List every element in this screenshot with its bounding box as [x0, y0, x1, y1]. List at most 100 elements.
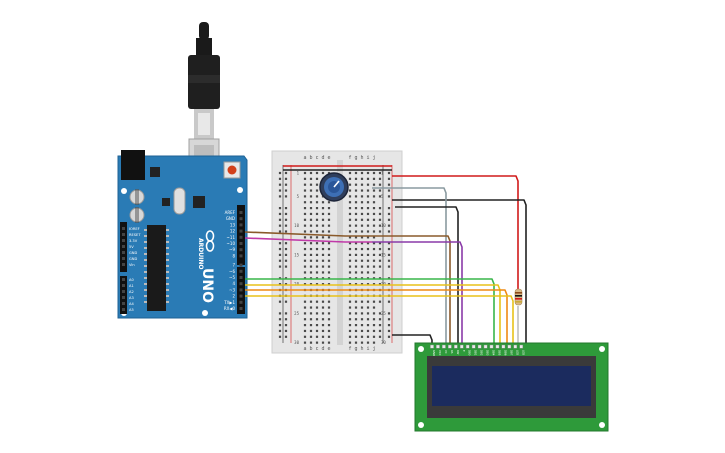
digital-pin-socket: [239, 211, 243, 214]
rail-hole: [278, 265, 282, 268]
breadboard-hole: [321, 341, 325, 344]
breadboard-hole: [309, 195, 313, 198]
breadboard-hole: [321, 329, 325, 333]
analog-pin-label: A0: [129, 278, 134, 282]
power-pin-label: GND: [129, 251, 137, 255]
column-letter: a: [303, 346, 306, 352]
potentiometer-icon: [319, 172, 349, 202]
column-letter: g: [354, 155, 357, 161]
wire-brown-pin12: [244, 231, 451, 345]
power-pin-label: Vin: [129, 263, 135, 267]
power-pin-socket: [122, 233, 125, 236]
column-letter: h: [360, 346, 363, 352]
breadboard-hole: [372, 253, 376, 256]
lcd-pin: [454, 344, 458, 349]
breadboard-hole: [303, 259, 307, 262]
breadboard-hole: [348, 253, 352, 256]
rail-hole: [387, 177, 391, 180]
breadboard-hole: [309, 247, 313, 251]
lcd-pin: [471, 344, 476, 349]
breadboard-hole: [309, 283, 313, 286]
rail-hole: [387, 230, 391, 233]
breadboard-hole: [327, 329, 331, 333]
rail-hole: [378, 324, 382, 327]
breadboard-hole: [327, 306, 331, 309]
breadboard-hole: [303, 283, 307, 286]
digital-pin-socket: [239, 276, 243, 279]
wire-orange-pin3: [245, 289, 508, 345]
rail-hole: [387, 195, 391, 198]
rail-hole: [284, 312, 288, 315]
digital-pin-label: ~5: [229, 275, 235, 280]
breadboard-hole: [372, 312, 376, 315]
breadboard-hole: [327, 207, 331, 210]
breadboard-hole: [366, 183, 370, 186]
rail-hole: [387, 247, 391, 251]
breadboard-hole: [354, 183, 358, 186]
breadboard-hole: [327, 253, 331, 256]
breadboard-hole: [372, 171, 376, 175]
breadboard-hole: [360, 224, 364, 227]
atmega-chip: [147, 225, 166, 311]
row-number-left: 5: [297, 194, 300, 199]
digital-pin-socket: [239, 223, 243, 227]
rail-hole: [387, 324, 391, 327]
breadboard-hole: [348, 312, 352, 315]
breadboard-hole: [321, 335, 325, 338]
rail-hole: [378, 312, 382, 315]
breadboard-hole: [354, 177, 358, 180]
breadboard-hole: [315, 259, 319, 262]
breadboard-hole: [366, 306, 370, 309]
breadboard-hole: [321, 242, 325, 245]
digital-pin-label: 4: [232, 281, 235, 286]
digital-pin-label: AREF: [225, 210, 236, 215]
breadboard-hole: [354, 341, 358, 344]
breadboard-hole: [315, 212, 319, 216]
row-number-left: 20: [294, 282, 299, 287]
breadboard-hole: [315, 247, 319, 251]
breadboard-hole: [303, 171, 307, 175]
breadboard-hole: [327, 212, 331, 216]
wire-yellow-pin2: [245, 295, 514, 345]
rail-hole: [378, 171, 382, 175]
breadboard-hole: [309, 312, 313, 315]
breadboard-hole: [327, 300, 331, 303]
rail-hole: [387, 300, 391, 303]
rail-hole: [378, 335, 382, 338]
breadboard-hole: [303, 230, 307, 233]
breadboard-hole: [360, 207, 364, 210]
rail-hole: [378, 283, 382, 286]
rail-hole: [284, 224, 288, 227]
rail-hole: [387, 335, 391, 338]
breadboard-hole: [348, 212, 352, 216]
breadboard-hole: [366, 283, 370, 286]
breadboard-hole: [315, 230, 319, 233]
breadboard-hole: [327, 318, 331, 321]
breadboard-hole: [327, 283, 331, 286]
breadboard-hole: [372, 242, 376, 245]
breadboard-hole: [366, 224, 370, 227]
digital-pin-label: ~11: [227, 235, 236, 240]
breadboard-hole: [366, 212, 370, 216]
breadboard-hole: [315, 312, 319, 315]
breadboard-hole: [309, 177, 313, 180]
breadboard-hole: [372, 195, 376, 198]
analog-pin-label: A5: [129, 308, 134, 312]
wire-black-gnd: [392, 199, 527, 345]
breadboard-hole: [354, 224, 358, 227]
rail-hole: [378, 230, 382, 233]
column-letter: d: [321, 155, 324, 161]
breadboard-hole: [372, 271, 376, 274]
breadboard-hole: [309, 253, 313, 256]
digital-pin-label: ~3: [229, 287, 235, 292]
lcd-pin-label: DB2: [480, 350, 484, 356]
rail-hole: [278, 329, 282, 333]
rail-hole: [387, 253, 391, 256]
breadboard-hole: [372, 265, 376, 268]
breadboard-hole: [303, 218, 307, 221]
wire-green-pin5: [245, 278, 495, 345]
column-letter: b: [309, 155, 312, 161]
lcd-pin: [495, 344, 500, 349]
rail-hole: [378, 259, 382, 262]
breadboard-hole: [360, 329, 364, 333]
